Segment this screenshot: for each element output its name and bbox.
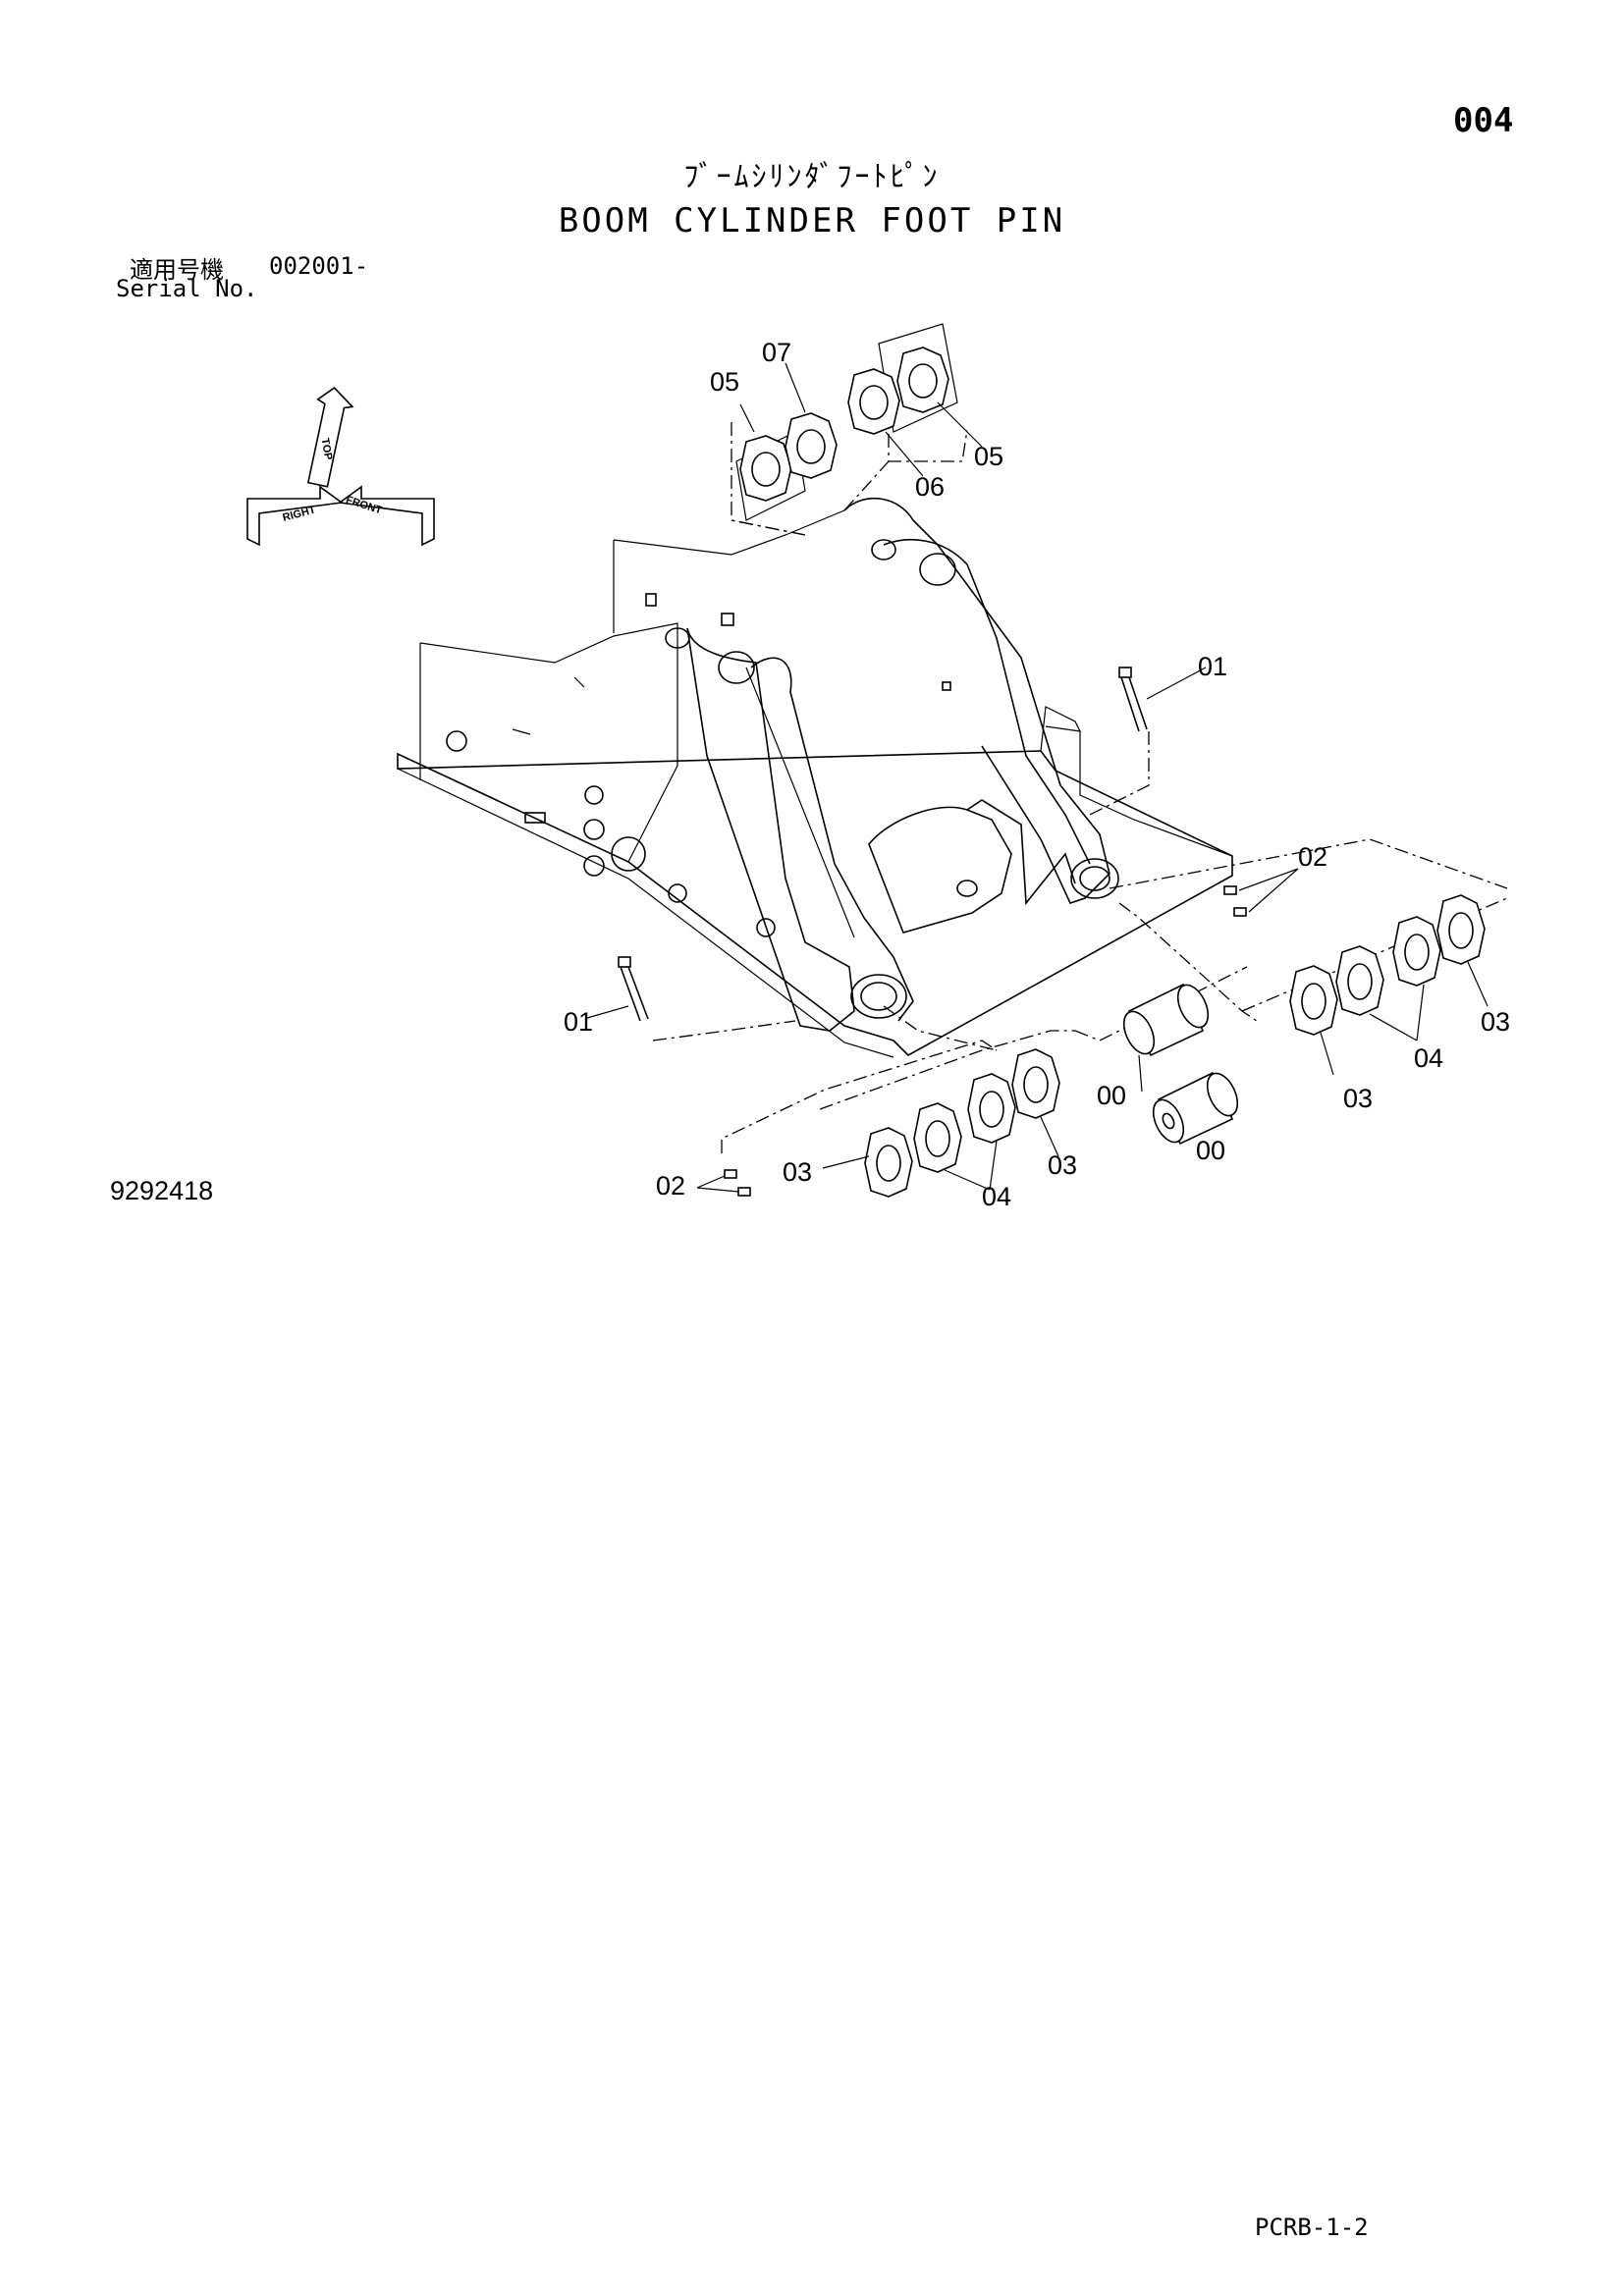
shim-04-right-a — [1335, 945, 1384, 1016]
left-shim-stack — [822, 1048, 1060, 1198]
callout-05-left: 05 — [710, 367, 739, 397]
page-number: 004 — [1453, 101, 1514, 140]
revolving-frame — [397, 497, 1233, 1058]
orientation-arrows-icon: TOP RIGHT FRONT — [246, 387, 435, 547]
title-english: BOOM CYLINDER FOOT PIN — [558, 201, 1066, 240]
orientation-right-label: RIGHT — [282, 504, 317, 524]
callout-03-left-inner: 03 — [1048, 1150, 1077, 1180]
right-shim-stack — [1289, 894, 1489, 1076]
callout-02-left: 02 — [656, 1171, 685, 1201]
title-japanese: ﾌﾞｰﾑｼﾘﾝﾀﾞﾌｰﾄﾋﾟﾝ — [683, 160, 941, 194]
upper-shim-group — [735, 323, 983, 521]
callout-04-left: 04 — [982, 1182, 1011, 1211]
shim-07 — [785, 412, 838, 479]
callout-07: 07 — [762, 338, 791, 367]
shim-04-left-a — [913, 1102, 962, 1173]
callout-02-right: 02 — [1298, 842, 1327, 872]
callout-04-right: 04 — [1414, 1043, 1443, 1073]
shim-05-right — [896, 347, 949, 413]
callout-01-left: 01 — [564, 1007, 593, 1037]
orientation-front-label: FRONT — [345, 494, 384, 516]
shim-05-left — [739, 435, 792, 502]
callout-01-right: 01 — [1198, 652, 1227, 681]
fitting-02-right — [1223, 868, 1299, 917]
shim-03-right-inner — [1289, 965, 1338, 1036]
callout-03-right-outer: 03 — [1481, 1007, 1510, 1037]
shim-04-left-b — [967, 1073, 1016, 1144]
shim-03-left-outer — [864, 1127, 913, 1198]
shim-03-left-inner — [1011, 1048, 1060, 1119]
fitting-02-left — [696, 1169, 751, 1197]
callout-03-right-inner: 03 — [1343, 1084, 1373, 1113]
shim-06 — [847, 368, 900, 435]
callout-05-right: 05 — [974, 442, 1003, 471]
callout-06: 06 — [915, 472, 945, 502]
shim-03-right-outer — [1436, 894, 1486, 965]
callout-03-left-outer: 03 — [783, 1157, 812, 1187]
pin-00-lower — [1152, 1071, 1239, 1146]
callout-00-lower: 00 — [1196, 1136, 1225, 1165]
callout-00-upper: 00 — [1097, 1081, 1126, 1110]
serial-label-japanese: 適用号機 — [130, 256, 224, 284]
serial-value: 002001- — [269, 252, 369, 280]
orientation-top-label: TOP — [319, 437, 335, 460]
bolt-01-right — [1118, 667, 1207, 732]
pin-00-upper — [1122, 983, 1210, 1093]
shim-04-right-b — [1392, 916, 1441, 987]
callout-labels: 05 07 06 05 01 02 03 04 03 00 00 01 02 0… — [564, 338, 1510, 1211]
footer-code: PCRB-1-2 — [1255, 2214, 1369, 2241]
bolt-01-left — [586, 956, 649, 1022]
drawing-number: 9292418 — [110, 1176, 214, 1205]
serial-label-english: Serial No. — [116, 275, 258, 302]
